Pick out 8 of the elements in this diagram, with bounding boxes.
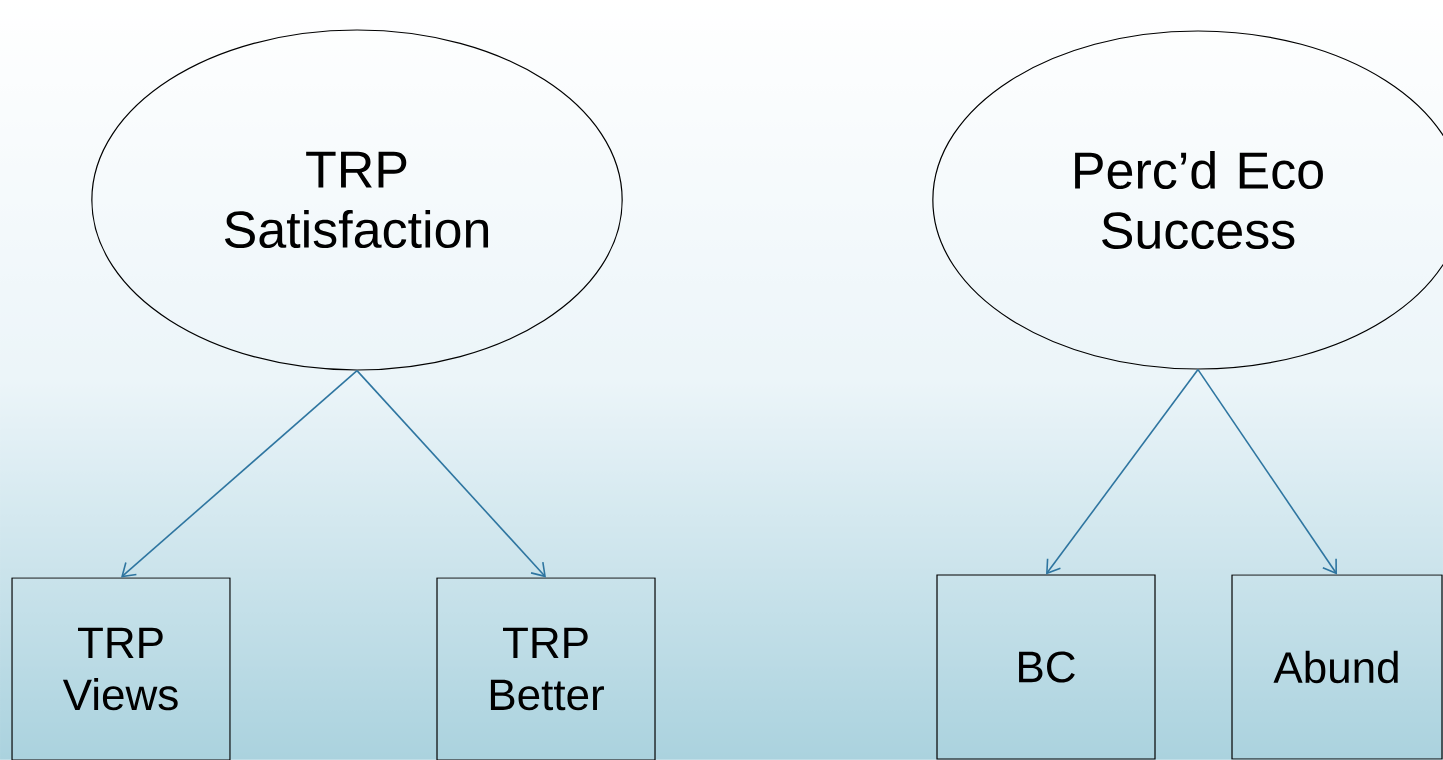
arrow bbox=[1046, 368, 1199, 575]
indicator-box: BC bbox=[936, 574, 1156, 760]
arrow bbox=[356, 369, 546, 578]
indicator-box: TRP Better bbox=[436, 577, 656, 760]
indicator-box: Abund bbox=[1231, 574, 1443, 760]
arrow bbox=[121, 369, 358, 578]
arrow bbox=[1197, 368, 1337, 575]
indicator-box: TRP Views bbox=[11, 577, 231, 760]
